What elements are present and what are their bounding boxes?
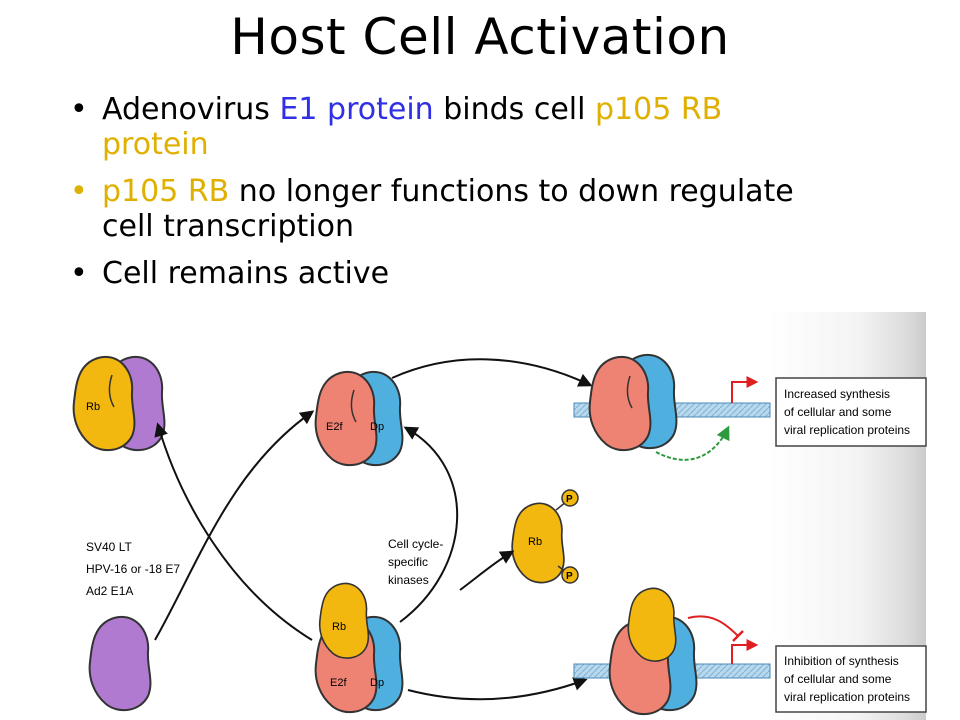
e2f-label: E2f (326, 421, 343, 433)
viral-list-sv40: SV40 LT (86, 540, 132, 554)
inhibition-line-1: Inhibition of synthesis (784, 654, 899, 668)
bullet-dot: • (70, 92, 88, 127)
bullet-list: • Adenovirus E1 protein binds cell p105 R… (70, 92, 830, 303)
activation-arrow (655, 425, 730, 461)
bullet-dot: • (70, 256, 88, 291)
dna-active (573, 353, 771, 461)
arrow-kinase-release (399, 426, 459, 623)
bullet-text-e1-protein: E1 protein (279, 92, 434, 127)
slide-margin (926, 312, 960, 720)
dp-label: Dp (370, 421, 384, 433)
increased-line-3: viral replication proteins (784, 423, 910, 437)
kinases-line-2: specific (388, 555, 428, 569)
dp-label: Dp (370, 677, 384, 689)
viral-list-ad2: Ad2 E1A (86, 584, 133, 598)
arrow-to-phospho-rb (459, 550, 515, 591)
phosphate-circle (561, 489, 579, 507)
phosphate-label: P (566, 571, 573, 582)
inhibition-line-3: viral replication proteins (784, 690, 910, 704)
bullet-item-3: • Cell remains active (70, 256, 830, 291)
slide-title: Host Cell Activation (230, 8, 730, 66)
e2f-label: E2f (330, 677, 347, 689)
inhibition-synthesis-box: Inhibition of synthesis of cellular and … (775, 645, 927, 713)
rb-e2f-pathway-figure: Rb E2f Dp Rb E2f Dp Rb P P (72, 353, 927, 716)
rb-protein-blob (72, 355, 136, 452)
bullet-item-1: • Adenovirus E1 protein binds cell p105 R… (70, 92, 830, 162)
bullet-text-adenovirus: Adenovirus (102, 92, 280, 127)
bullet-text-binds-cell: binds cell (433, 92, 595, 127)
bullet-text-p105-rb-protein: p105 RB protein (102, 92, 723, 162)
bullet-item-2: • p105 RB no longer functions to down reg… (70, 174, 830, 244)
kinases-line-1: Cell cycle- (388, 537, 443, 551)
e2f-protein-blob (314, 370, 378, 467)
viral-protein-free (88, 615, 152, 712)
inhibition-arrow (687, 615, 739, 637)
dna-repressed (573, 587, 771, 716)
increased-line-2: of cellular and some (784, 405, 892, 419)
arrow-viral-binds-rb (154, 422, 313, 641)
arrow-e2f-to-dna (391, 358, 593, 387)
promoter-arrow (731, 376, 759, 403)
e2f-dp-complex-top: E2f Dp (314, 370, 404, 467)
phosphorylated-rb: Rb P P (511, 489, 579, 584)
kinases-line-3: kinases (388, 573, 429, 587)
rb-protein-blob (627, 587, 677, 662)
increased-synthesis-box: Increased synthesis of cellular and some… (775, 377, 927, 447)
rb-label: Rb (86, 401, 100, 413)
rb-label: Rb (528, 536, 542, 548)
rb-viral-complex: Rb (72, 355, 166, 452)
inhibition-line-2: of cellular and some (784, 672, 892, 686)
bullet-text-p105-rb: p105 RB (102, 174, 230, 209)
arrow-complex-to-dna (407, 677, 588, 701)
rb-label: Rb (332, 621, 346, 633)
viral-list-hpv: HPV-16 or -18 E7 (86, 562, 180, 576)
phosphate-label: P (566, 494, 573, 505)
bullet-text-no-longer: no longer functions to down regulate cel… (102, 174, 794, 244)
arrow-release-e2f (154, 410, 315, 641)
increased-line-1: Increased synthesis (784, 387, 890, 401)
e2f-protein-blob (588, 355, 652, 452)
bullet-dot: • (70, 174, 88, 209)
bullet-text-cell-remains: Cell remains active (102, 256, 390, 291)
rb-e2f-dp-complex: Rb E2f Dp (314, 582, 404, 714)
phosphate-circle (561, 566, 579, 584)
promoter-arrow (731, 639, 759, 664)
